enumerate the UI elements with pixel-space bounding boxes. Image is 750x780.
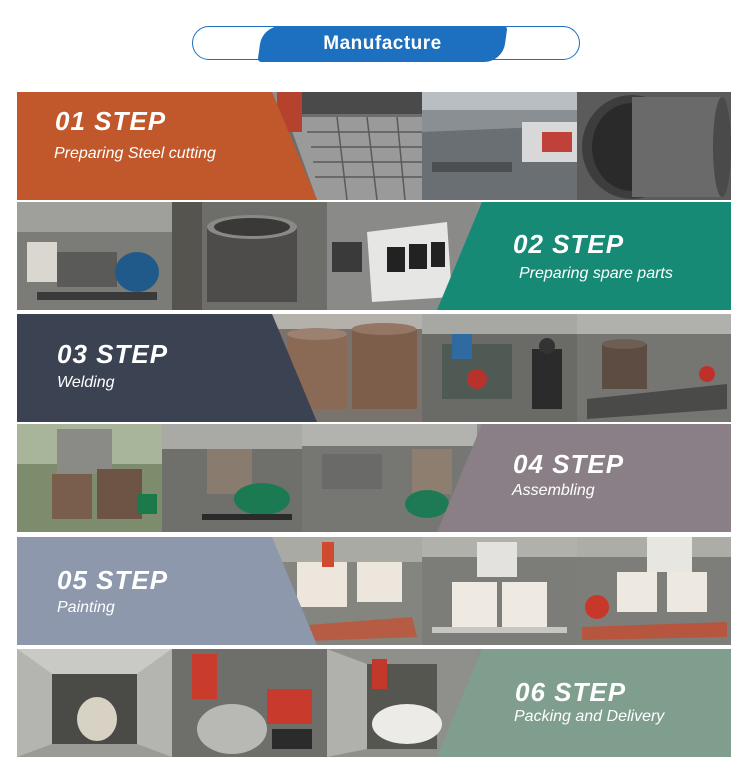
photo-welding-frame [577, 314, 731, 422]
step-number: 02 STEP [513, 229, 625, 259]
step-row-2: 02 STEP Preparing spare parts [17, 202, 731, 310]
step-number: 01 STEP [55, 106, 167, 136]
band-fill [437, 202, 731, 310]
photo-electric-box [327, 202, 477, 310]
step-row-3: 03 STEP Welding [17, 314, 731, 422]
step-label: Assembling [512, 482, 595, 499]
step-band-6: 06 STEP Packing and Delivery [437, 649, 731, 757]
photo-painted-mixer [422, 537, 577, 645]
band-fill [437, 649, 731, 757]
photo-steel-cutting-table [277, 92, 427, 200]
photo-container-loading [17, 649, 172, 757]
step-number: 03 STEP [57, 339, 169, 369]
step-number: 06 STEP [515, 677, 627, 707]
photo-steel-cylinder [577, 92, 731, 200]
photo-welder-at-work [422, 314, 577, 422]
step-row-4: 04 STEP Assembling [17, 424, 731, 532]
step-number: 04 STEP [513, 449, 625, 479]
photo-assembly-mixer [162, 424, 302, 532]
band-fill [17, 537, 317, 645]
step-label: Painting [57, 599, 115, 616]
photo-laser-cutter [422, 92, 577, 200]
step-band-5: 05 STEP Painting [17, 537, 317, 645]
photo-packed-machines [172, 649, 327, 757]
step-label: Packing and Delivery [514, 708, 665, 725]
step-label: Welding [57, 374, 115, 391]
step-band-4: 04 STEP Assembling [437, 424, 731, 532]
step-band-1: 01 STEP Preparing Steel cutting [17, 92, 317, 200]
step-row-5: 05 STEP Painting [17, 537, 731, 645]
photo-assembly-frame [302, 424, 477, 532]
step-band-2: 02 STEP Preparing spare parts [437, 202, 731, 310]
photo-pump-motor [17, 202, 172, 310]
step-row-1: 01 STEP Preparing Steel cutting [17, 92, 731, 200]
step-band-3: 03 STEP Welding [17, 314, 317, 422]
header-title: Manufacture [323, 33, 442, 54]
band-fill [437, 424, 731, 532]
band-fill [17, 314, 317, 422]
photo-steel-tank [172, 202, 327, 310]
photo-painted-tanks [272, 537, 422, 645]
band-fill [17, 92, 317, 200]
step-number: 05 STEP [57, 565, 169, 595]
step-label: Preparing Steel cutting [54, 145, 216, 162]
photo-assembly-tanks [17, 424, 162, 532]
step-row-6: 06 STEP Packing and Delivery [17, 649, 731, 757]
step-label: Preparing spare parts [519, 265, 673, 282]
photo-painted-units [577, 537, 731, 645]
